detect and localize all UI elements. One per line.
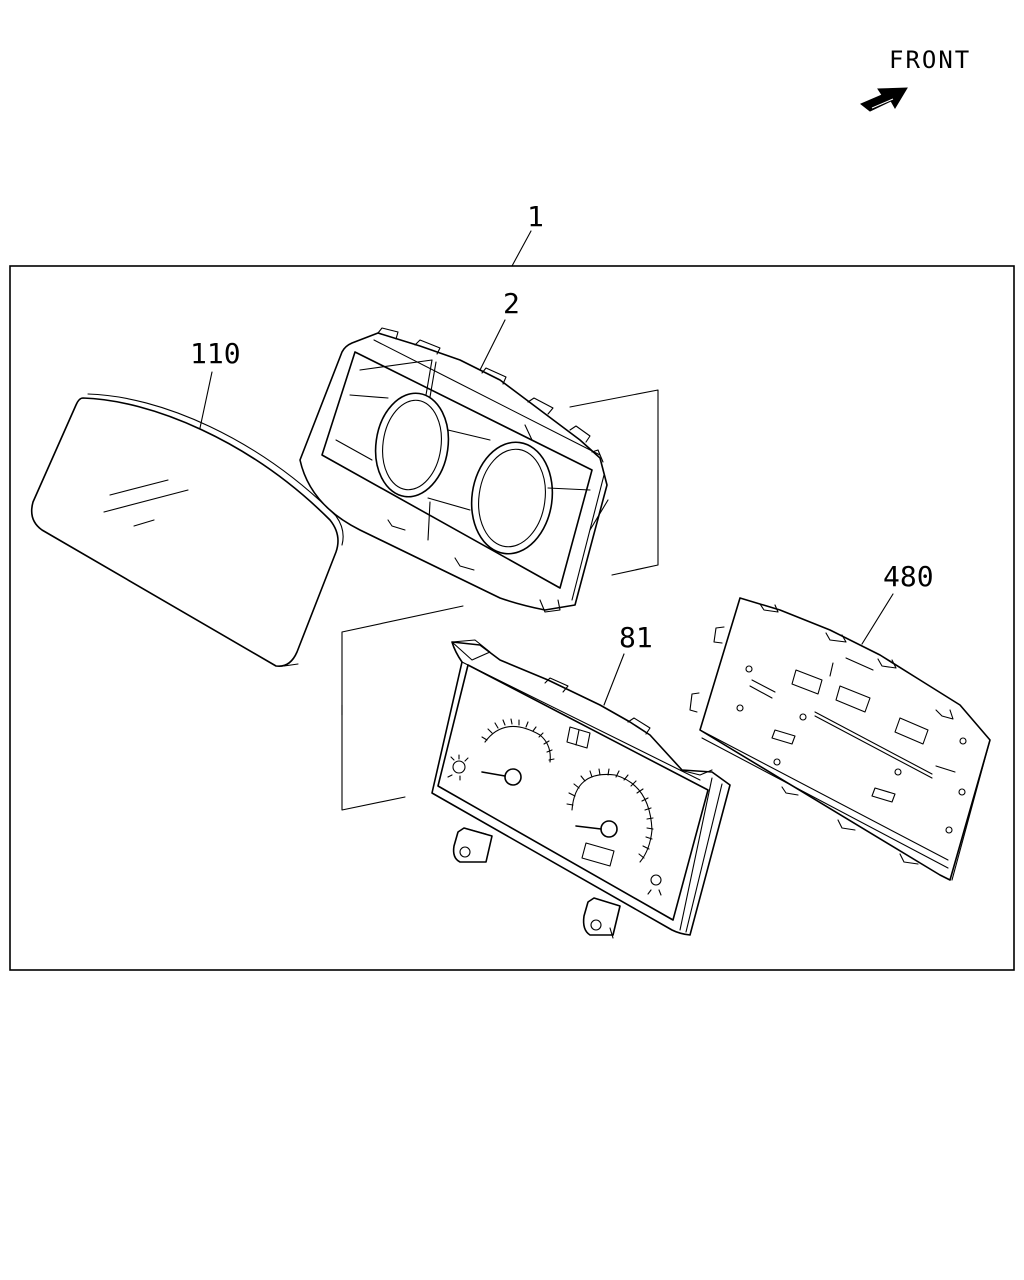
front-label: FRONT — [889, 46, 971, 74]
guide-brackets — [341, 389, 659, 811]
lens-part: 110 — [30, 337, 344, 668]
circuit-board-part: 480 — [689, 560, 991, 881]
assembly-callout: 1 — [511, 200, 544, 267]
gauge-large — [566, 768, 654, 863]
front-indicator: FRONT — [860, 46, 971, 112]
gauge-small — [447, 718, 555, 786]
callout-110: 110 — [190, 337, 241, 370]
gauge-panel-part: 81 — [431, 621, 731, 939]
bezel-part: 2 — [299, 287, 609, 613]
arrow-icon — [860, 87, 908, 112]
callout-1: 1 — [527, 200, 544, 233]
callout-81: 81 — [619, 621, 653, 654]
assembly-frame — [9, 265, 1015, 971]
callout-480: 480 — [883, 560, 934, 593]
callout-2: 2 — [503, 287, 520, 320]
